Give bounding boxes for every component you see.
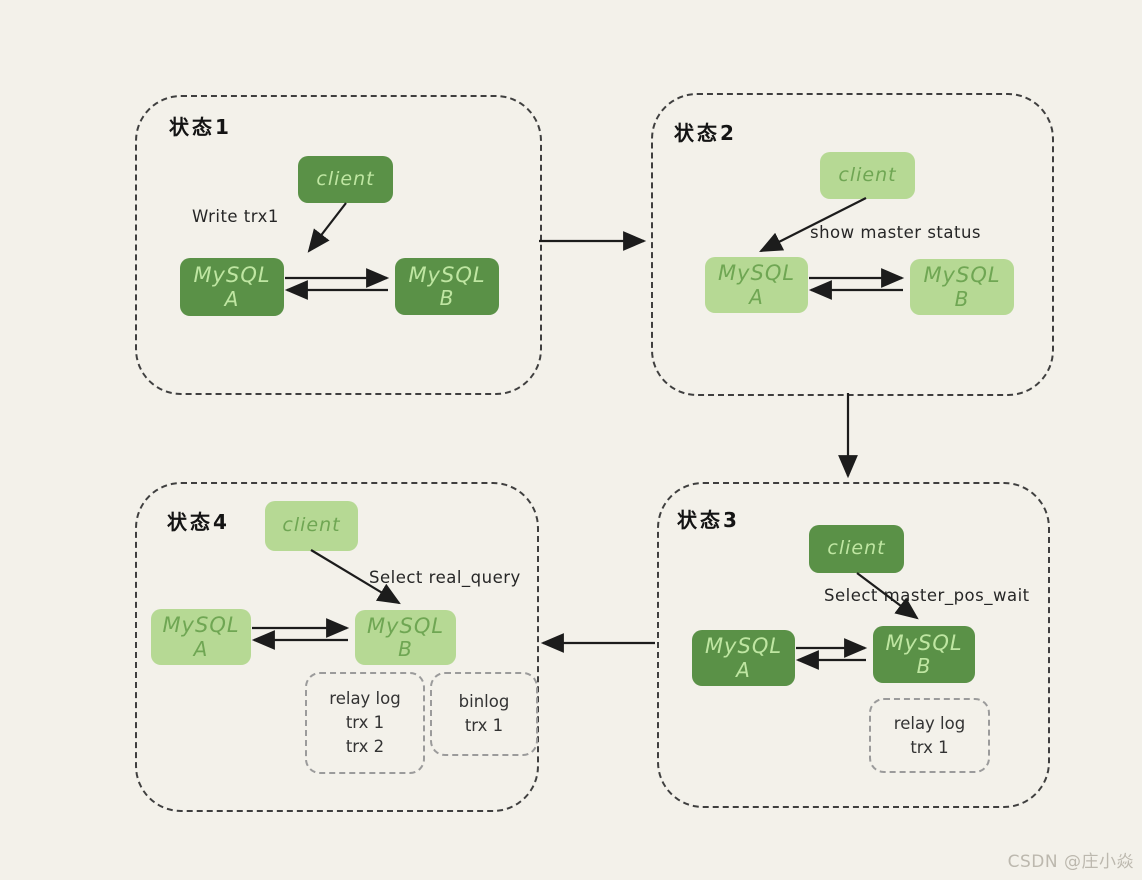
state4-container: 状态4 client Select real_query MySQL A MyS… [135,482,539,812]
state1-mysql-a-letter: A [224,286,240,311]
state1-mysql-b-title: MySQL [408,262,486,287]
state4-client-label: client [282,514,341,537]
state4-label: 状态4 [167,510,230,534]
state3-client-label: client [827,537,886,560]
state3-label: 状态3 [677,508,740,532]
state3-mysql-b-title: MySQL [885,630,963,655]
state1-action-label: Write trx1 [192,207,279,226]
state3-mysql-b-node: MySQL B [873,626,975,683]
state2-label: 状态2 [674,121,737,145]
state2-container: 状态2 client show master status MySQL A My… [651,93,1054,396]
state4-relay-log-box: relay log trx 1 trx 2 [305,672,425,774]
state4-mysql-b-title: MySQL [366,613,445,638]
state2-mysql-b-node: MySQL B [910,259,1014,315]
state4-relay-log-title: relay log [329,689,401,709]
state3-container: 状态3 client Select master_pos_wait MySQL … [657,482,1050,808]
state4-mysql-b-letter: B [398,637,413,662]
state4-mysql-a-letter: A [193,636,209,661]
state1-mysql-b-letter: B [439,286,455,311]
state3-action-label: Select master_pos_wait [824,586,1030,605]
state1-client-node: client [298,156,393,203]
csdn-watermark: CSDN @庄小焱 [1007,852,1134,872]
state4-mysql-a-node: MySQL A [151,609,251,665]
state3-relay-log-trx1: trx 1 [910,737,949,757]
state4-relay-log-trx1: trx 1 [345,713,385,733]
state2-mysql-a-node: MySQL A [705,257,808,313]
state4-client-node: client [265,501,358,551]
state4-relay-log-trx2: trx 2 [345,736,385,756]
state1-container: 状态1 client Write trx1 MySQL A MySQL B [135,95,542,395]
state1-client-label: client [316,167,375,190]
state4-binlog-title: binlog [458,692,510,712]
state2-mysql-b-title: MySQL [923,263,1001,288]
state4-binlog-trx1: trx 1 [464,716,504,735]
state4-mysql-b-node: MySQL B [355,610,456,665]
state1-mysql-a-title: MySQL [193,263,271,288]
state4-binlog-box: binlog trx 1 [430,672,538,756]
state4-mysql-a-title: MySQL [162,613,240,638]
state3-relay-log-box: relay log trx 1 [869,698,990,773]
state1-mysql-a-node: MySQL A [180,258,284,316]
state2-client-node: client [820,152,915,199]
state2-mysql-a-title: MySQL [717,261,796,286]
state3-mysql-a-title: MySQL [704,634,783,659]
state2-action-label: show master status [810,223,982,242]
state3-mysql-a-node: MySQL A [692,630,795,686]
state4-action-label: Select real_query [369,568,521,587]
state2-mysql-a-letter: A [749,284,764,309]
state3-client-node: client [809,525,904,573]
state1-mysql-b-node: MySQL B [395,258,499,315]
state1-label: 状态1 [169,115,232,139]
state3-relay-log-title: relay log [893,713,966,733]
state3-mysql-b-letter: B [916,654,932,679]
state2-client-label: client [838,163,897,186]
state3-mysql-a-letter: A [736,657,751,682]
state2-mysql-b-letter: B [954,286,970,311]
